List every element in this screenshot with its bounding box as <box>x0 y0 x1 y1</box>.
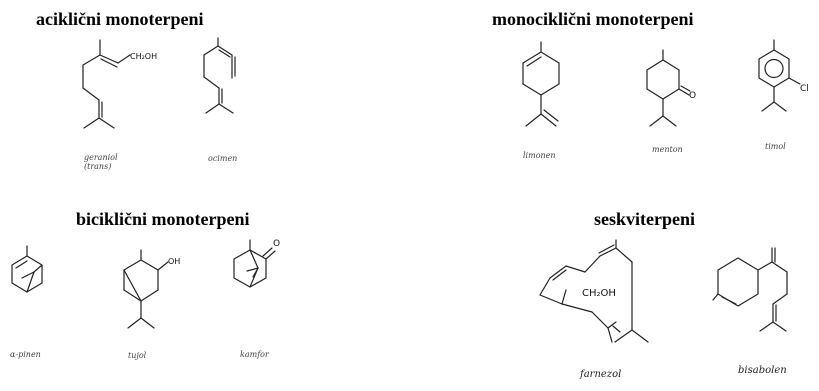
menton-atom-label: O <box>689 91 696 101</box>
heading-bicyclic-monoterpenes: biciklični monoterpeni <box>76 209 250 229</box>
caption-alpha-pinen: α-pinen <box>10 350 41 359</box>
structure-farnezol: CH₂OH <box>539 239 649 343</box>
heading-acyclic-monoterpenes: aciklični monoterpeni <box>36 9 204 29</box>
structure-menton: O <box>646 49 696 127</box>
caption-tujol: tujol <box>128 351 147 360</box>
timol-atom-label: Cl <box>800 84 809 94</box>
structure-limonen <box>522 41 560 127</box>
tujol-group-label: OH <box>168 257 180 266</box>
kamfor-atom-label: O <box>273 239 280 249</box>
structure-bisabolen <box>712 247 788 332</box>
structure-geraniol: CH₂OH <box>82 39 157 129</box>
structure-timol: Cl <box>758 39 809 112</box>
caption-kamfor: kamfor <box>240 350 269 359</box>
geraniol-group-label: CH₂OH <box>130 52 157 61</box>
caption-menton: menton <box>652 145 683 154</box>
structure-kamfor: O <box>233 239 280 288</box>
heading-monocyclic-monoterpenes: monociklični monoterpeni <box>492 9 694 29</box>
caption-geraniol: geraniol (trans) <box>84 153 118 172</box>
caption-bisabolen: bisabolen <box>738 365 787 376</box>
farnezol-group-label: CH₂OH <box>582 288 616 299</box>
caption-limonen: limonen <box>523 151 556 160</box>
caption-timol: timol <box>765 142 786 151</box>
structure-alpha-pinen <box>11 245 43 293</box>
structure-tujol: OH <box>123 249 180 329</box>
heading-sesquiterpenes: seskviterpeni <box>594 209 695 229</box>
caption-farnezol: farnezol <box>580 369 622 380</box>
structure-ocimen <box>203 37 236 114</box>
caption-ocimen: ocimen <box>208 154 238 163</box>
